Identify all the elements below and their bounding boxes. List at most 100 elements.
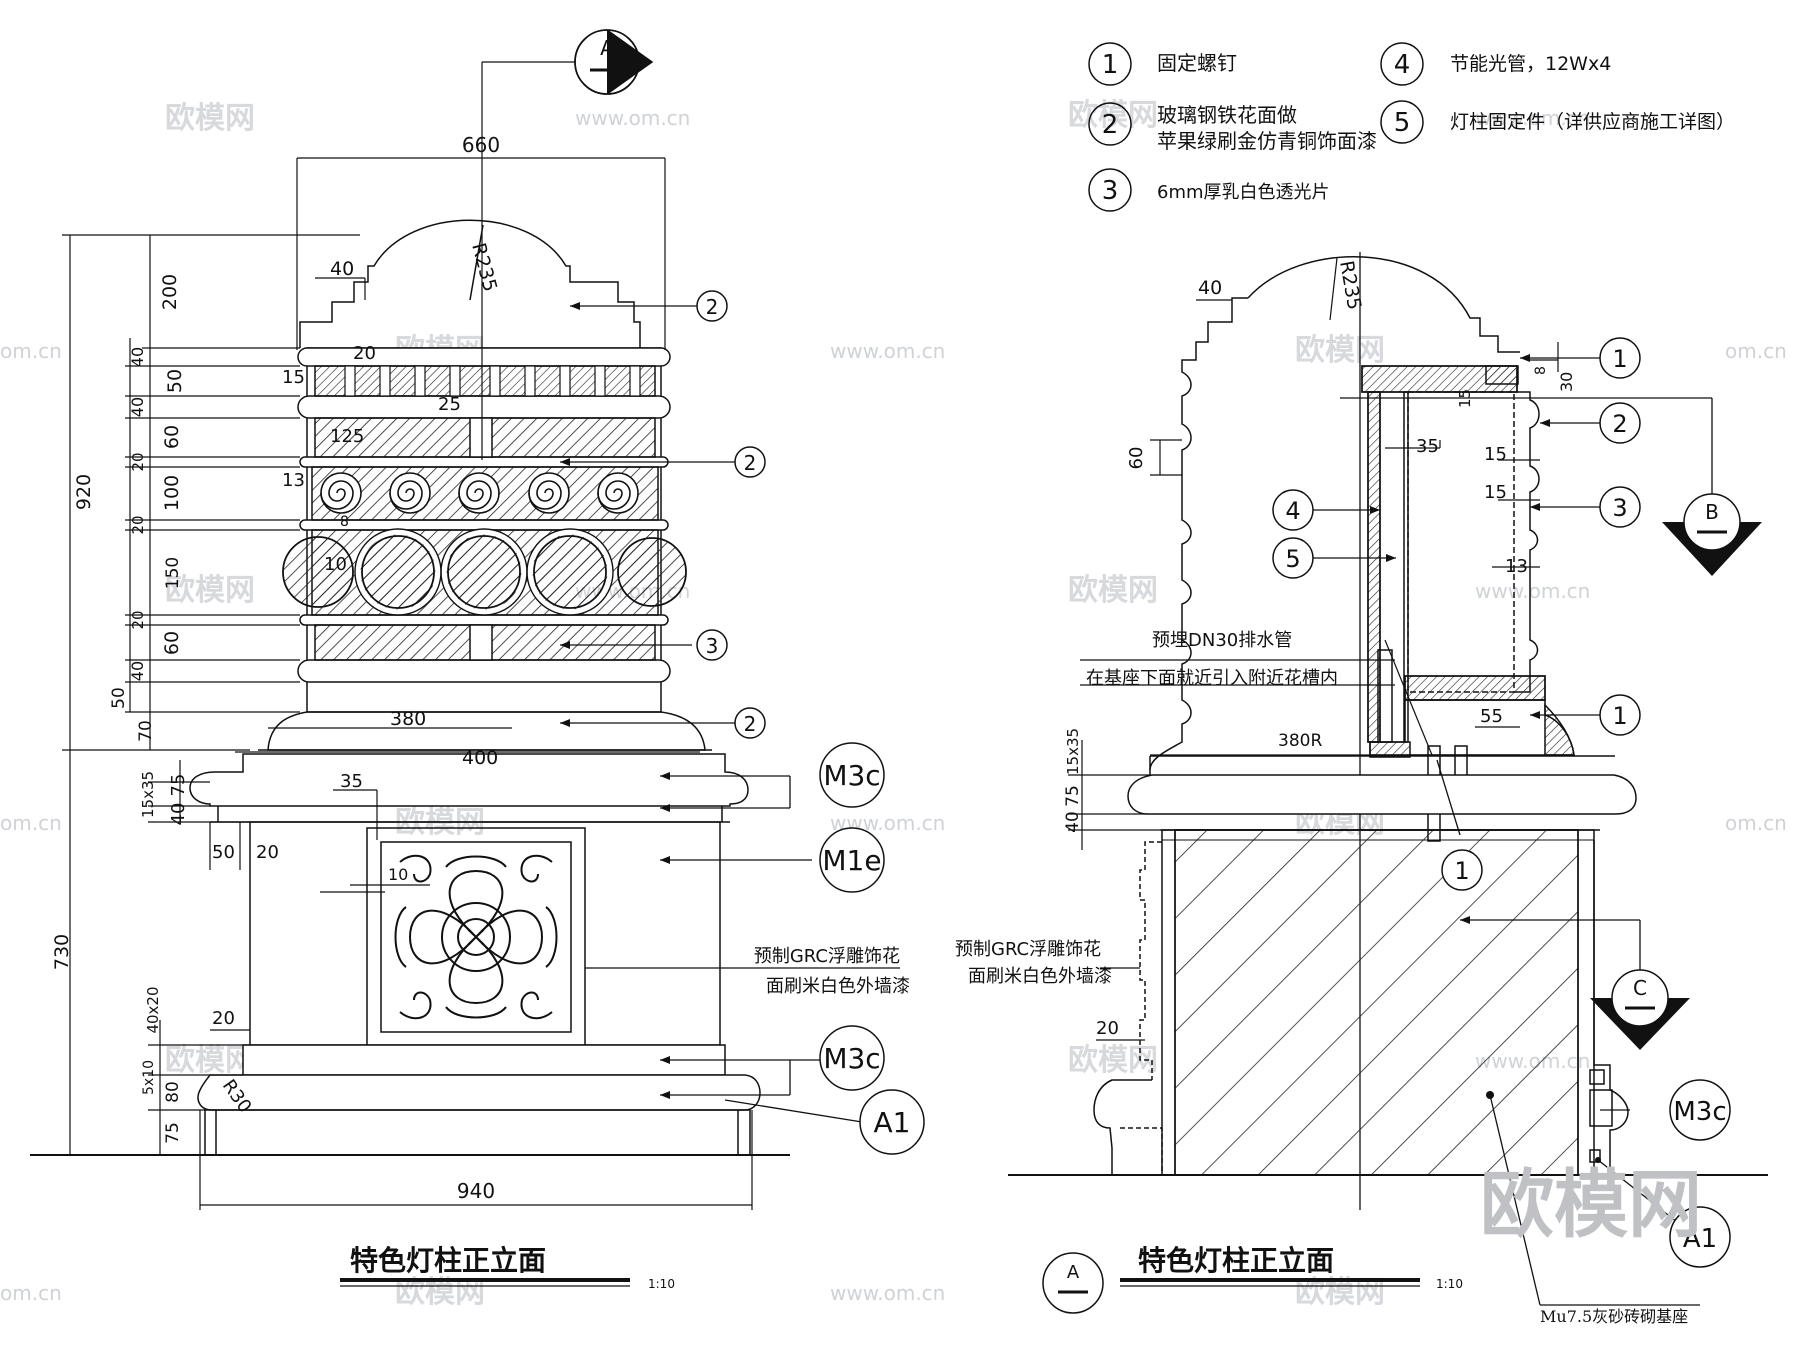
svg-text:940: 940	[457, 1179, 495, 1203]
right-panel-note-2: 面刷米白色外墙漆	[968, 966, 1112, 987]
plinth	[267, 711, 706, 751]
band-2	[297, 395, 671, 419]
left-leaders	[320, 305, 900, 1123]
left-scale: 1:10	[648, 1277, 675, 1291]
svg-text:15x35: 15x35	[1064, 728, 1082, 775]
callout-3-right	[1599, 486, 1641, 528]
grc-rosette	[394, 854, 558, 1020]
watermark-big: 欧模网	[1480, 1162, 1702, 1248]
circle-ornaments	[282, 535, 687, 609]
svg-text:40: 40	[168, 803, 189, 826]
svg-text:4: 4	[1285, 497, 1300, 525]
svg-text:M3c: M3c	[823, 1042, 880, 1075]
svg-text:20: 20	[256, 842, 279, 863]
svg-text:13: 13	[282, 470, 305, 491]
svg-text:100: 100	[161, 475, 183, 511]
right-callouts: 1 2 3 4 5 1 1 B C M3c A1	[1272, 337, 1762, 1268]
svg-text:920: 920	[73, 474, 95, 510]
bottom-ring	[1404, 675, 1546, 701]
svg-text:5x10: 5x10	[141, 1060, 157, 1095]
base-plinth-top	[242, 1044, 726, 1076]
left-dimension-lines	[62, 61, 753, 1210]
legend: 1 固定螺钉 2 玻璃钢铁花面做 苹果绿刷金仿青铜饰面漆 3 6mm厚乳白色透光…	[1088, 42, 1735, 212]
base-body	[249, 821, 721, 1046]
legend-marker-1	[1088, 42, 1132, 86]
svg-text:20: 20	[129, 515, 147, 534]
svg-text:730: 730	[51, 934, 73, 970]
svg-text:75: 75	[163, 1122, 183, 1144]
left-panel-note-2: 面刷米白色外墙漆	[766, 976, 910, 997]
left-callouts: 2 2 3 2 M3c M1e M3c A1	[696, 290, 925, 1155]
svg-text:M3c: M3c	[1673, 1097, 1726, 1127]
left-profile	[1149, 297, 1248, 771]
svg-text:8: 8	[340, 514, 349, 530]
svg-text:20: 20	[1096, 1018, 1119, 1039]
svg-text:60: 60	[1126, 447, 1147, 470]
svg-text:2: 2	[1102, 110, 1119, 140]
svg-text:150: 150	[163, 557, 183, 589]
legend-marker-5	[1380, 100, 1424, 144]
svg-text:R235: R235	[1335, 259, 1365, 312]
base-plinth-torus	[197, 1074, 761, 1111]
section-mark-c: C	[1590, 969, 1690, 1050]
svg-text:20: 20	[353, 343, 376, 364]
watermark-brand: 欧模网	[165, 1043, 255, 1078]
svg-text:20: 20	[129, 452, 147, 471]
callout-2-a	[696, 290, 728, 322]
legend-marker-4	[1380, 42, 1424, 86]
svg-text:A1: A1	[874, 1106, 911, 1139]
left-panel-note-1: 预制GRC浮雕饰花	[754, 946, 900, 967]
tag-a1	[859, 1089, 925, 1155]
svg-text:200: 200	[159, 274, 181, 310]
base-note: Mu7.5灰砂砖砌基座	[1540, 1307, 1688, 1326]
left-dimension-text: 660 40 R235 200 40 50 40 60 20 100 20 15…	[51, 133, 910, 1203]
tag-m3c-right	[1669, 1079, 1731, 1141]
watermark-brand: 欧模网	[1295, 333, 1385, 368]
svg-text:50: 50	[109, 687, 129, 709]
right-dimension-lines	[1068, 299, 1559, 1041]
dome-cap	[299, 219, 641, 348]
svg-text:380R: 380R	[1278, 731, 1322, 751]
right-title: 特色灯柱正立面	[1138, 1244, 1334, 1277]
svg-text:2: 2	[744, 712, 757, 736]
svg-text:660: 660	[462, 133, 500, 157]
base-plinth-left	[1093, 1079, 1152, 1175]
legend-marker-3	[1088, 168, 1132, 212]
svg-text:35: 35	[1416, 436, 1439, 457]
watermark-url: om.cn	[0, 1281, 62, 1305]
svg-text:40: 40	[128, 397, 147, 417]
svg-text:30: 30	[1557, 372, 1576, 392]
svg-text:400: 400	[462, 747, 498, 769]
watermark-url: www.om.cn	[1475, 106, 1590, 130]
watermark-brand: 欧模网	[1068, 1043, 1158, 1078]
svg-text:80: 80	[163, 1081, 183, 1103]
svg-text:15: 15	[1484, 482, 1507, 503]
drain-note-2: 在基座下面就近引入附近花槽内	[1086, 668, 1338, 689]
svg-text:3: 3	[1612, 494, 1627, 522]
svg-text:M3c: M3c	[823, 759, 880, 792]
right-panel-note-1: 预制GRC浮雕饰花	[955, 939, 1101, 960]
section-mark-a-top	[574, 29, 654, 95]
callout-2-c	[734, 707, 766, 739]
svg-text:50: 50	[212, 842, 235, 863]
base-cornice-right	[1127, 774, 1637, 815]
svg-text:3: 3	[706, 634, 719, 658]
svg-text:5: 5	[1285, 545, 1300, 573]
svg-text:5: 5	[1394, 108, 1411, 138]
base-cornice	[189, 753, 749, 807]
svg-text:40: 40	[1198, 277, 1222, 299]
svg-text:1: 1	[1612, 702, 1627, 730]
drain-note-1: 预埋DN30排水管	[1152, 630, 1292, 651]
watermark-url: www.om.cn	[830, 1281, 945, 1305]
radius-leader	[469, 224, 484, 301]
brick-base-hatch	[1174, 829, 1579, 1176]
legend-text-1: 固定螺钉	[1157, 51, 1237, 75]
legend-text-2: 玻璃钢铁花面做	[1157, 103, 1297, 127]
svg-text:55: 55	[1480, 706, 1503, 727]
grc-panel-inner	[380, 841, 572, 1033]
svg-text:15x35: 15x35	[139, 771, 157, 818]
section-mark-b: B	[1662, 493, 1762, 576]
svg-text:40: 40	[128, 347, 147, 367]
